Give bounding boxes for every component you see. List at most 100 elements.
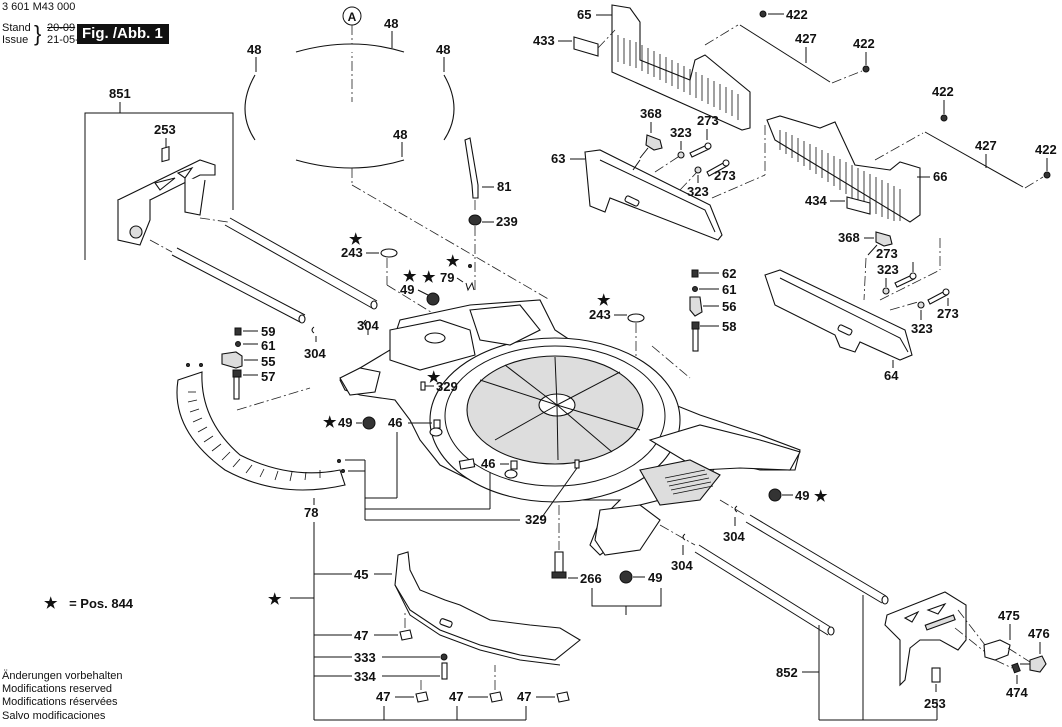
callout-61: 61 xyxy=(722,282,736,297)
plate-475 xyxy=(983,639,1011,661)
part-number: 3 601 M43 000 xyxy=(2,1,76,13)
callout-475: 475 xyxy=(998,608,1020,623)
callout-61: 61 xyxy=(261,338,275,353)
callout-49: 49 xyxy=(400,282,414,297)
fasteners-right: ★ 243 62 61 56 58 xyxy=(589,266,736,379)
callout-323: 323 xyxy=(911,321,933,336)
fasteners-bottom: 266 49 xyxy=(551,505,662,615)
bracket-lines xyxy=(313,432,520,720)
callout-368: 368 xyxy=(838,230,860,245)
part-55 xyxy=(221,351,243,369)
guard-rails: A 48 48 48 48 xyxy=(244,6,551,301)
callout-65: 65 xyxy=(577,7,591,22)
star-icon: ★ xyxy=(44,595,58,612)
callout-273: 273 xyxy=(714,168,736,183)
callout-273: 273 xyxy=(937,306,959,321)
callout-253: 253 xyxy=(154,122,176,137)
callout-47: 47 xyxy=(517,689,531,704)
callout-323: 323 xyxy=(670,125,692,140)
callout-323: 323 xyxy=(877,262,899,277)
label-434 xyxy=(846,196,871,215)
callout-47: 47 xyxy=(354,628,368,643)
bolt-266 xyxy=(554,551,564,573)
nut-49 xyxy=(426,292,440,306)
star-icon: ★ xyxy=(403,268,417,285)
callout-304: 304 xyxy=(357,318,379,333)
star-icon: ★ xyxy=(323,414,337,431)
callout-46: 46 xyxy=(388,415,402,430)
rod-427 xyxy=(739,24,831,83)
callout-476: 476 xyxy=(1028,626,1050,641)
callout-48: 48 xyxy=(247,42,261,57)
rails-left xyxy=(149,217,378,324)
star-icon: ★ xyxy=(268,591,282,608)
star-icon: ★ xyxy=(349,231,363,248)
assembly-851: 851 253 xyxy=(84,86,234,260)
fence-63: 63 368 323 273 273 323 xyxy=(551,106,766,241)
stand-label: Stand xyxy=(2,22,31,34)
screw-62 xyxy=(691,269,699,278)
clip-304 xyxy=(734,505,738,513)
clip-304 xyxy=(311,326,315,334)
note-en: Modifications reserved xyxy=(2,683,113,695)
callout-243: 243 xyxy=(589,307,611,322)
part-81 xyxy=(464,137,479,199)
callout-45: 45 xyxy=(354,567,368,582)
callout-49: 49 xyxy=(338,415,352,430)
callout-422: 422 xyxy=(853,36,875,51)
callout-422: 422 xyxy=(1035,142,1057,157)
clip-304 xyxy=(363,319,367,327)
label-433 xyxy=(573,36,599,57)
star-icon: ★ xyxy=(446,253,460,270)
nut-49 xyxy=(362,416,376,430)
rear-guard-45 xyxy=(394,551,581,661)
callout-334: 334 xyxy=(354,669,376,684)
fence-64: 64 368 273 323 273 323 xyxy=(764,230,959,383)
callout-253: 253 xyxy=(924,696,946,711)
callout-239: 239 xyxy=(496,214,518,229)
callout-56: 56 xyxy=(722,299,736,314)
callout-427: 427 xyxy=(795,31,817,46)
callout-304: 304 xyxy=(304,346,326,361)
nut-49 xyxy=(768,488,782,502)
note-fr: Modifications réservées xyxy=(2,696,118,708)
callout-273: 273 xyxy=(697,113,719,128)
pin-57 xyxy=(233,376,240,400)
callout-78: 78 xyxy=(304,505,318,520)
callout-57: 57 xyxy=(261,369,275,384)
callout-333: 333 xyxy=(354,650,376,665)
callout-243: 243 xyxy=(341,245,363,260)
callout-49: 49 xyxy=(648,570,662,585)
callout-48: 48 xyxy=(436,42,450,57)
callout-329: 329 xyxy=(436,379,458,394)
guard-rail-top xyxy=(295,43,405,53)
nut-49 xyxy=(619,570,633,584)
callout-59: 59 xyxy=(261,324,275,339)
clip-47 xyxy=(399,629,413,641)
callout-66: 66 xyxy=(933,169,947,184)
callout-64: 64 xyxy=(884,368,899,383)
guard-rail-right xyxy=(443,74,455,141)
callout-474: 474 xyxy=(1006,685,1028,700)
callout-55: 55 xyxy=(261,354,275,369)
callout-304: 304 xyxy=(671,558,693,573)
pin-58 xyxy=(692,328,699,352)
rails-right: 304 304 xyxy=(659,499,889,636)
callout-273: 273 xyxy=(876,246,898,261)
callout-427: 427 xyxy=(975,138,997,153)
callout-46: 46 xyxy=(481,456,495,471)
fasteners-upper-left: ★ 243 ★ ★ ★ 79 49 304 304 xyxy=(304,231,475,361)
callout-323: 323 xyxy=(687,184,709,199)
callout-62: 62 xyxy=(722,266,736,281)
part-239 xyxy=(468,214,482,226)
star-icon: ★ xyxy=(427,369,441,386)
callout-433: 433 xyxy=(533,33,555,48)
fence-66: 66 434 422 427 422 xyxy=(766,84,1057,223)
callout-48: 48 xyxy=(384,16,398,31)
callout-47: 47 xyxy=(376,689,390,704)
stand-value: 20-09 xyxy=(47,22,76,34)
callout-851: 851 xyxy=(109,86,131,101)
callout-368: 368 xyxy=(640,106,662,121)
callout-47: 47 xyxy=(449,689,463,704)
miter-scale-78 xyxy=(176,371,346,491)
